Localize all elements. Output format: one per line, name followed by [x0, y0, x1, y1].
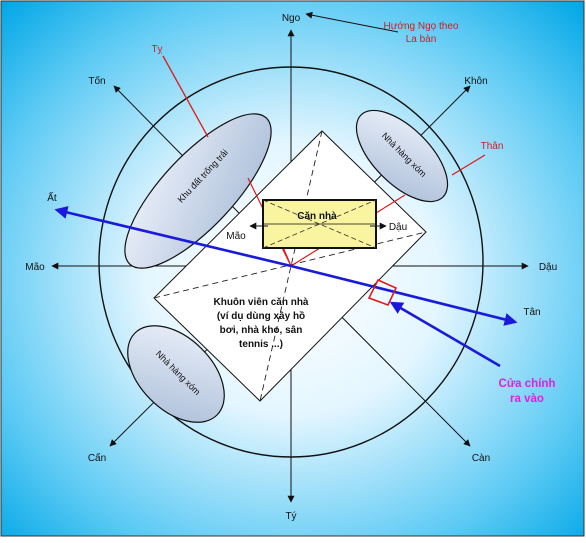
label-north: Ngo	[282, 13, 301, 24]
yard-diagonal-2	[153, 231, 427, 299]
yard-label-line1: Khuôn viên căn nhà	[213, 297, 308, 308]
door-label-line1: Cửa chính	[499, 378, 556, 390]
label-northwest: Tốn	[88, 75, 105, 87]
tan-direction-line	[290, 264, 518, 326]
neighbor-top-ellipse	[355, 109, 449, 203]
than-marker-line	[451, 154, 486, 176]
label-south: Tý	[285, 511, 296, 522]
house-diagonal-2	[262, 199, 377, 249]
label-at: Ất	[47, 191, 57, 204]
yard-label-line2: (ví dụ dùng xây hồ	[217, 310, 305, 322]
label-east: Dậu	[539, 262, 557, 273]
at-direction-line	[54, 206, 292, 268]
yard-diagonal-1	[259, 130, 323, 402]
yard-label-line4: tennis ...)	[239, 339, 283, 350]
label-southeast: Càn	[472, 453, 490, 464]
house-label: Căn nhà	[297, 211, 337, 222]
door-label-line2: ra vào	[510, 393, 544, 405]
yard-label-line3: bơi, nhà kho, sân	[220, 325, 303, 336]
house-west-label: Mão	[226, 231, 246, 242]
house-east-label: Dậu	[389, 222, 407, 233]
compass-note-arrow	[305, 11, 399, 33]
neighbor-bottom-ellipse	[127, 325, 225, 423]
label-southwest: Cấn	[88, 452, 106, 464]
empty-lot-ellipse	[124, 113, 272, 269]
compass-note-line2: La bàn	[406, 34, 437, 45]
house-diagonal-1	[262, 199, 377, 249]
door-marker	[367, 278, 398, 307]
label-ty: Tỵ	[151, 44, 162, 55]
label-northeast: Khôn	[464, 76, 487, 87]
label-than: Thân	[481, 141, 504, 152]
label-tan: Tân	[523, 307, 540, 318]
ty-marker-line	[162, 55, 209, 138]
compass-note-line1: Hướng Ngọ theo	[384, 21, 459, 32]
label-west: Mão	[25, 262, 45, 273]
door-pointer-arrow	[389, 301, 501, 368]
